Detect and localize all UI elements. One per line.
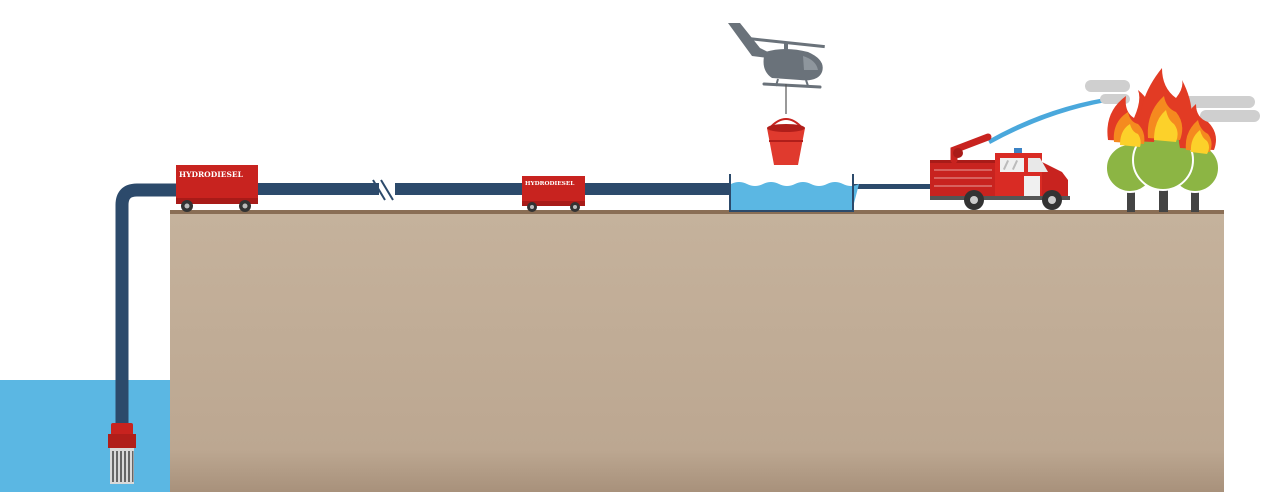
water-tank-icon [729, 174, 859, 212]
fire-truck-icon [930, 133, 1070, 210]
ground-surface-line [170, 210, 1224, 214]
water-jet [988, 96, 1118, 144]
lake-water [0, 380, 172, 492]
suction-pipe [115, 183, 178, 425]
submersible-pump-icon [108, 423, 136, 484]
hydrodiesel-pump-icon: HYDRODIESEL [176, 165, 258, 212]
pump-label: HYDRODIESEL [525, 181, 574, 187]
pump-label: HYDRODIESEL [179, 170, 244, 179]
ground [170, 212, 1224, 492]
hydrodiesel-pump-icon: HYDRODIESEL [522, 176, 585, 212]
water-bucket-icon [767, 118, 805, 165]
smoke-clouds [1085, 80, 1260, 122]
helicopter-icon [728, 23, 825, 114]
forest-fire-icon [1105, 68, 1220, 212]
main-pipeline [255, 179, 932, 201]
